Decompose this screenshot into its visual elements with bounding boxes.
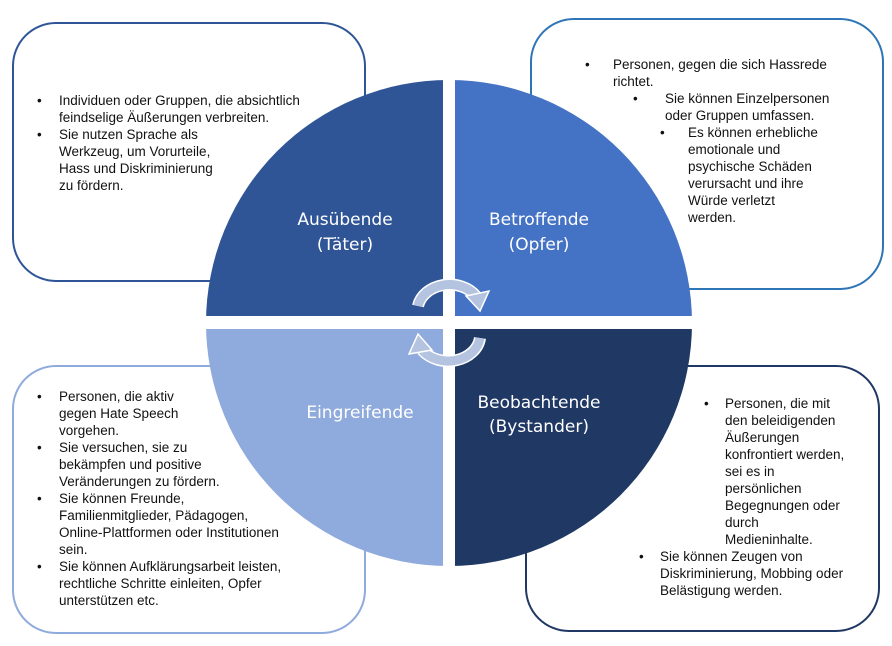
bullet: Sie können Zeugen von Diskriminierung, M… (639, 548, 850, 599)
bullet: Es können erhebliche emotionale und psyc… (660, 124, 818, 226)
quadrant-eingreifende (206, 323, 449, 566)
text-opfer: Personen, gegen die sich Hassrede richte… (585, 56, 875, 226)
label-bystander-1: Beobachtende (477, 393, 600, 413)
bullet: Sie können Freunde, Familienmitglieder, … (37, 490, 284, 558)
bullet: Individuen oder Gruppen, die absichtlich… (37, 92, 337, 126)
text-eingreifende: Personen, die aktiv gegen Hate Speech vo… (37, 388, 337, 609)
bullet: Sie nutzen Sprache als Werkzeug, um Voru… (37, 126, 219, 194)
quadrant-bystander (449, 323, 692, 566)
label-opfer-2: (Opfer) (509, 235, 570, 255)
label-taeter-2: (Täter) (317, 235, 373, 255)
cycle-arrow-bottom-icon (407, 332, 486, 368)
text-bystander: Personen, die mit den beleidigenden Äuße… (604, 395, 844, 599)
bullet: Personen, die aktiv gegen Hate Speech vo… (37, 388, 209, 439)
bullet: Personen, gegen die sich Hassrede richte… (585, 56, 858, 90)
label-bystander-2: (Bystander) (489, 417, 589, 437)
label-opfer-1: Betroffende (489, 210, 589, 230)
quadrant-opfer (449, 80, 692, 323)
bullet: Sie können Aufklärungsarbeit leisten, re… (37, 558, 329, 609)
bullet: Sie können Einzelpersonen oder Gruppen u… (633, 90, 853, 124)
label-taeter-1: Ausübende (297, 210, 392, 230)
bullet: Personen, die mit den beleidigenden Äuße… (704, 395, 850, 548)
text-taeter: Individuen oder Gruppen, die absichtlich… (37, 92, 337, 194)
bullet: Sie versuchen, sie zu bekämpfen und posi… (37, 439, 244, 490)
cycle-arrow-top-icon (412, 278, 491, 313)
divider-horizontal (196, 316, 702, 329)
label-eingreifende: Eingreifende (306, 403, 413, 423)
quadrant-taeter (206, 80, 449, 323)
